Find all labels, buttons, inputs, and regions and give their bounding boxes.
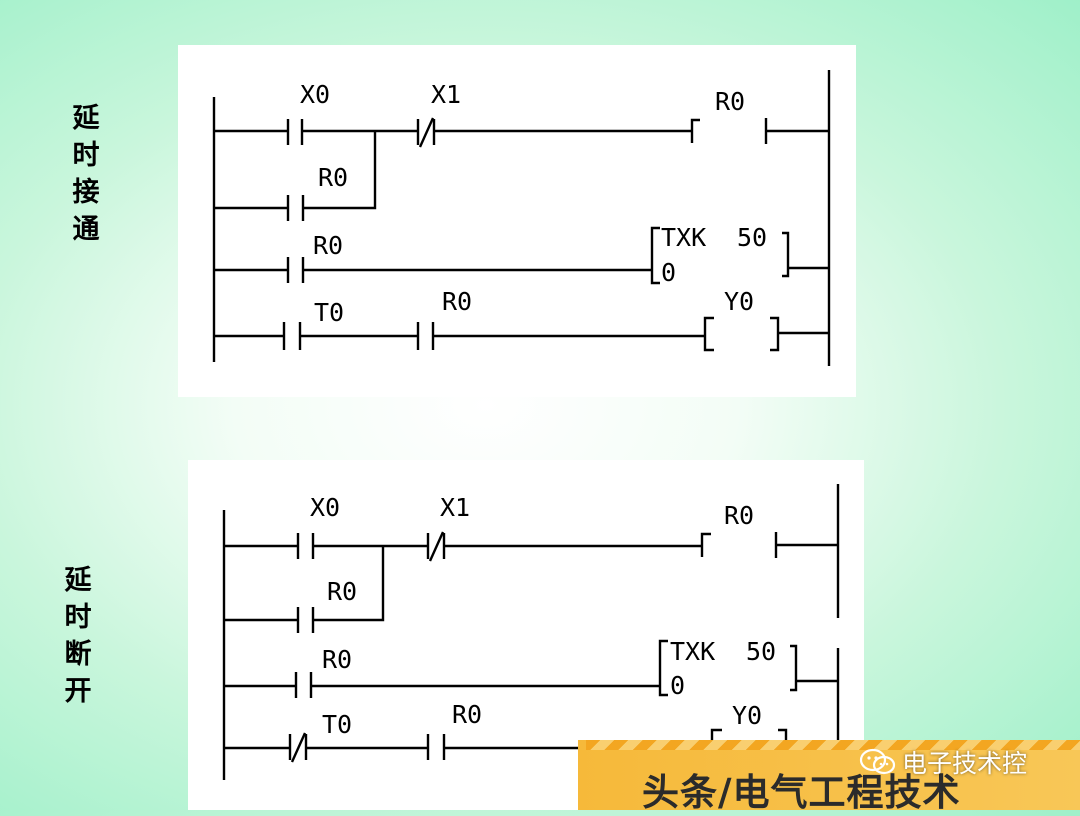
nc-contact-x1-slash	[428, 531, 445, 562]
label-y0: Y0	[724, 287, 754, 316]
label-timer-preset: 50	[746, 637, 776, 666]
label-timer-index: 0	[661, 258, 676, 287]
label-t0: T0	[314, 298, 344, 327]
label-timer-preset: 50	[737, 223, 767, 252]
label-timer-name: TXK	[661, 223, 706, 252]
nc-contact-x1-slash	[418, 117, 435, 148]
label-r0-hold: R0	[318, 163, 348, 192]
label-x0: X0	[310, 493, 340, 522]
banner-text: 头条/电气工程技术	[642, 771, 961, 814]
label-timer-name: TXK	[670, 637, 715, 666]
ladder-panel-delay-on	[178, 45, 856, 397]
label-x1: X1	[440, 493, 470, 522]
source-banner: 头条/电气工程技术	[578, 740, 1080, 814]
wechat-icon	[859, 748, 896, 775]
nc-contact-t0-slash	[290, 732, 307, 763]
side-label-delay-off: 延时断开	[64, 565, 92, 707]
label-r0-coil: R0	[724, 501, 754, 530]
watermark: 电子技术控	[858, 744, 1027, 780]
label-r0-output-contact: R0	[452, 700, 482, 729]
label-r0-timer-contact: R0	[322, 645, 352, 674]
label-timer-index: 0	[670, 671, 685, 700]
side-label-delay-on: 延时接通	[72, 103, 100, 245]
watermark-text: 电子技术控	[902, 749, 1028, 778]
label-r0-hold: R0	[327, 577, 357, 606]
label-x0: X0	[300, 80, 330, 109]
label-r0-coil: R0	[715, 87, 745, 116]
banner-stripe	[586, 740, 1080, 750]
label-t0: T0	[322, 710, 352, 739]
label-r0-timer-contact: R0	[313, 231, 343, 260]
label-x1: X1	[431, 80, 461, 109]
label-r0-output-contact: R0	[442, 287, 472, 316]
label-y0: Y0	[732, 701, 762, 730]
